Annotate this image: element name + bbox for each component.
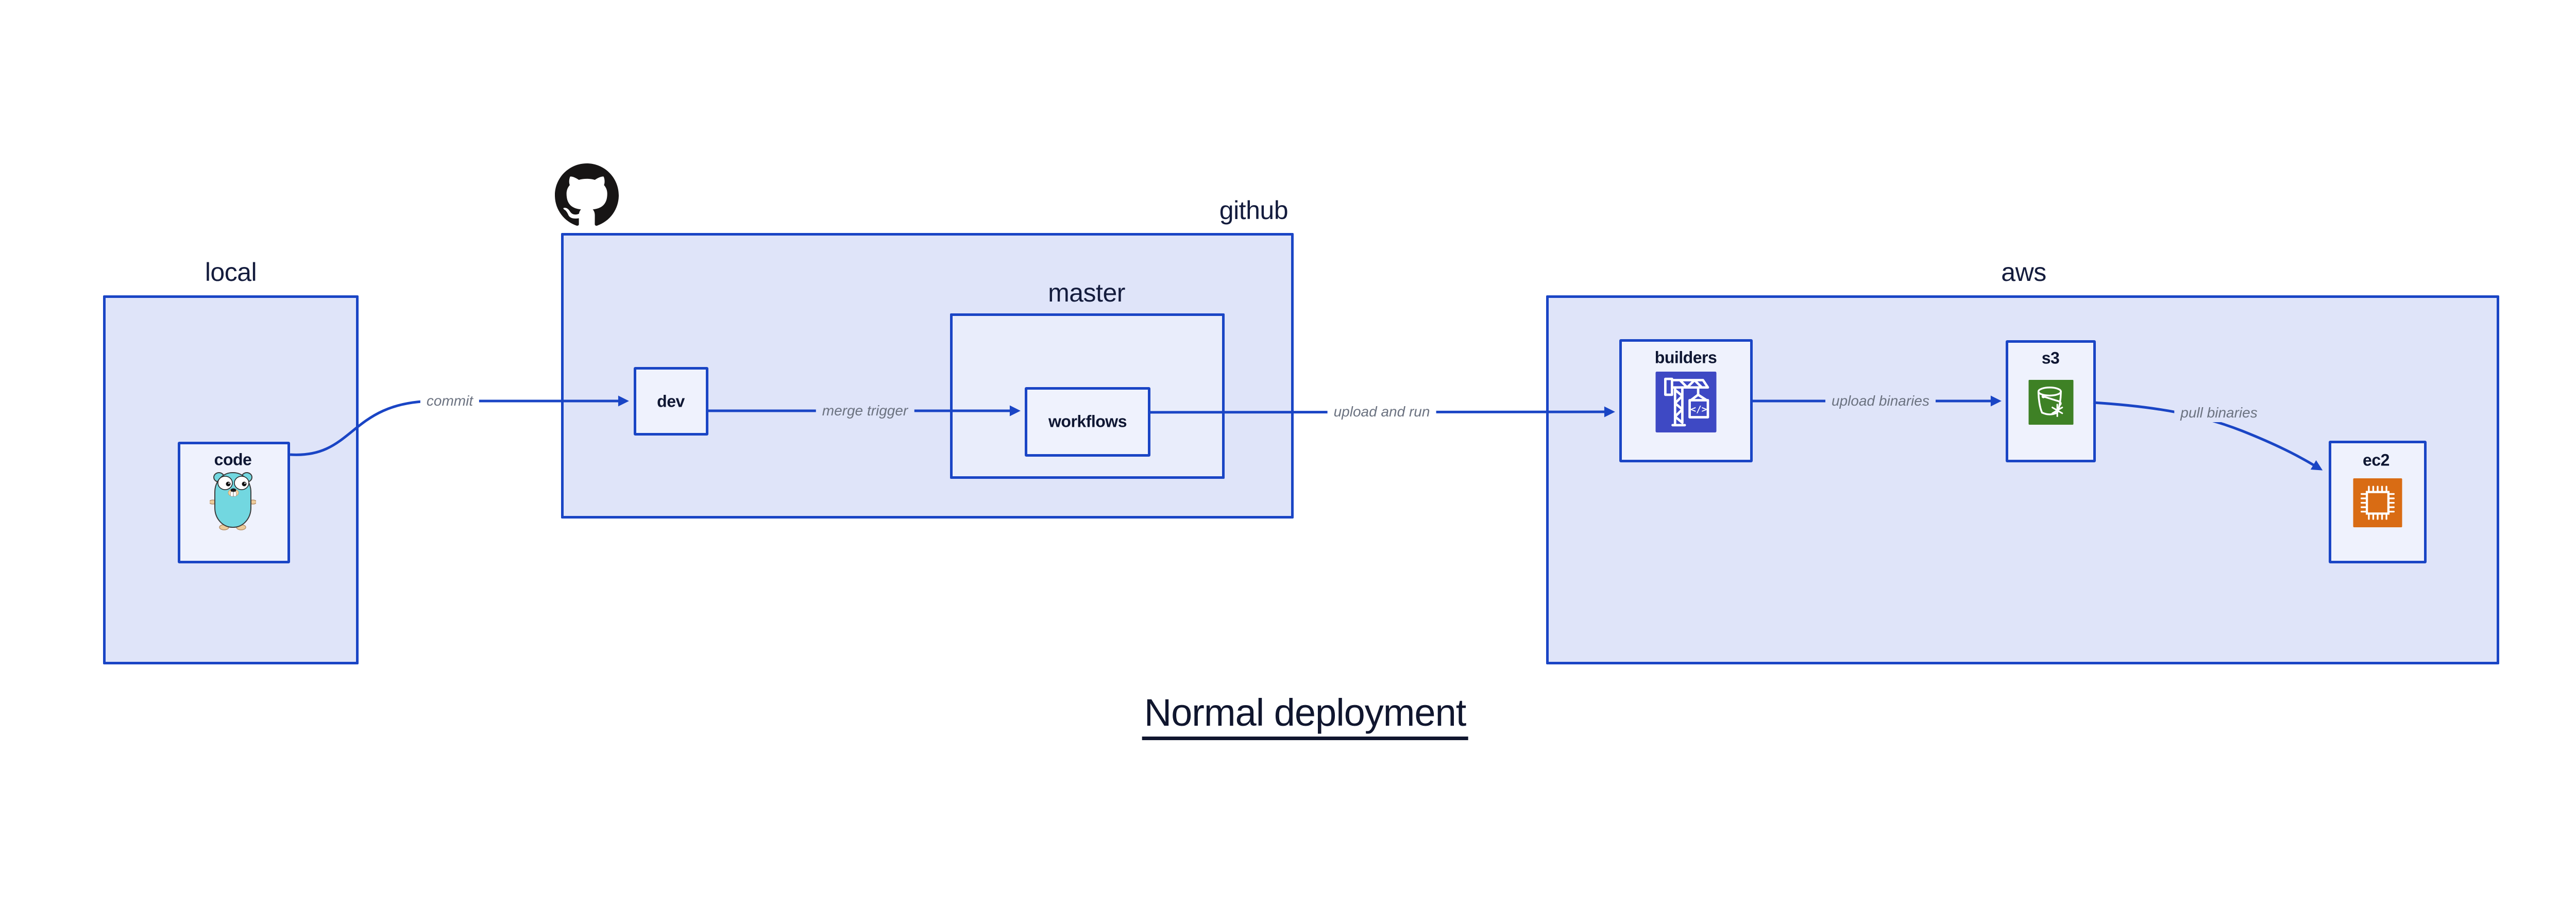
node-ec2-label: ec2 bbox=[2363, 450, 2389, 470]
edge-label-upload-binaries: upload binaries bbox=[1825, 392, 1936, 410]
edge-label-commit: commit bbox=[420, 392, 480, 410]
codebuild-crane-icon: </> bbox=[1655, 372, 1717, 435]
edge-label-pull-binaries: pull binaries bbox=[2174, 404, 2264, 422]
node-builders-label: builders bbox=[1654, 348, 1717, 367]
edge-commit bbox=[290, 395, 629, 456]
svg-text:</>: </> bbox=[1690, 405, 1707, 415]
edge-pull-binaries bbox=[2093, 401, 2323, 471]
s3-bucket-icon bbox=[2028, 380, 2074, 427]
node-workflows bbox=[1025, 387, 1150, 457]
edge-label-merge-trigger: merge trigger bbox=[816, 402, 914, 420]
aws-container-label: aws bbox=[2001, 258, 2046, 287]
github-octocat-icon bbox=[555, 163, 619, 230]
node-workflows-label: workflows bbox=[1048, 412, 1127, 431]
go-gopher-icon bbox=[209, 469, 257, 533]
ec2-chip-icon bbox=[2353, 478, 2402, 530]
github-container-label: github bbox=[1219, 196, 1289, 225]
node-s3-label: s3 bbox=[2041, 348, 2060, 368]
node-code-label: code bbox=[214, 450, 252, 469]
diagram-title: Normal deployment bbox=[1142, 691, 1468, 740]
node-ec2 bbox=[2329, 441, 2427, 563]
edge-label-upload-and-run: upload and run bbox=[1327, 403, 1436, 421]
local-container-label: local bbox=[205, 258, 257, 287]
node-dev-label: dev bbox=[657, 392, 685, 411]
master-container-label: master bbox=[1048, 278, 1125, 307]
node-dev bbox=[634, 367, 708, 436]
